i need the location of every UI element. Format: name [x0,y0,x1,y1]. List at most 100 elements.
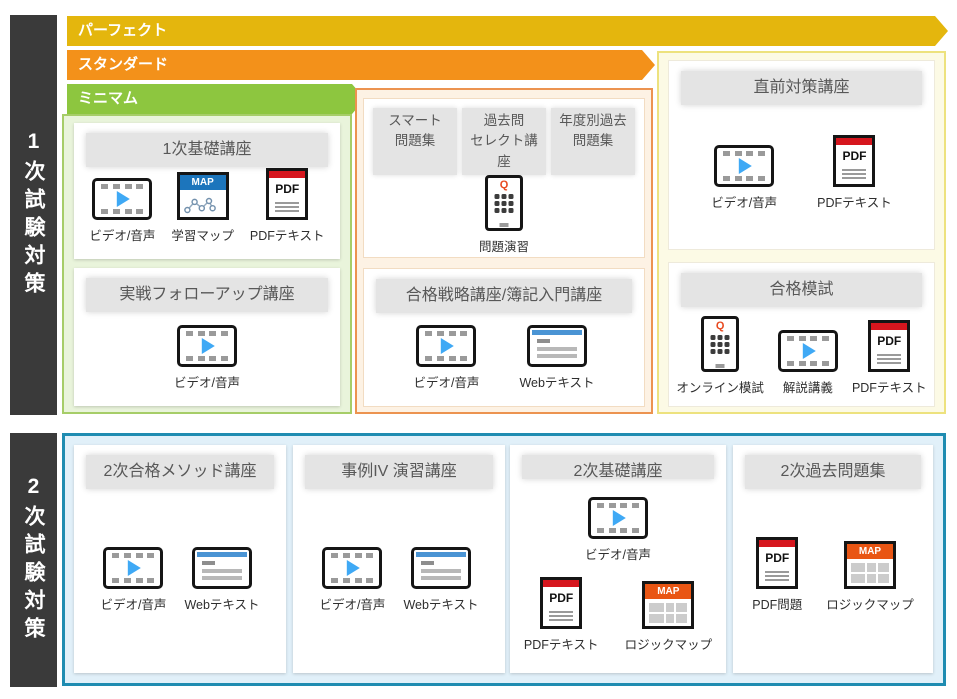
play-icon [738,158,752,174]
followup-course-title: 実戦フォローアップ講座 [86,278,328,312]
play-icon [802,343,816,359]
method-course-title: 2次合格メソッド講座 [86,455,274,489]
video-audio-icon [777,330,838,372]
second-exam-region: 2次合格メソッド講座 ビデオ/音声 Webテキスト 事例IV 演習講座 ビデオ/… [62,433,946,686]
video-audio-icon [92,178,153,220]
course-item: ビデオ/音声 [585,497,651,563]
item-label: Webテキスト [184,598,260,612]
item-label: ビデオ/音声 [319,598,386,612]
item-label: ビデオ/音声 [100,598,167,612]
second-past-exam-title: 2次過去問題集 [745,455,921,489]
mock-exam-title: 合格模試 [681,273,922,307]
question-sets-card: スマート 問題集 過去問 セレクト講座 年度別過去 問題集 Q 問題演習 [363,98,645,258]
tier-band-minimum: ミニマム [67,84,365,114]
course-item: PDF PDFテキスト [250,168,325,244]
past-select-course-header: 過去問 セレクト講座 [462,108,546,175]
course-item: MAP 学習マップ [171,172,234,244]
quiz-phone-icon: Q [484,174,523,231]
logic-map-icon: MAP [642,581,695,629]
play-icon [347,560,361,576]
play-icon [117,191,131,207]
course-item: ビデオ/音声 [319,547,385,613]
course-item: PDF PDFテキスト [817,135,892,211]
play-icon [201,338,215,354]
second-past-exam-card: 2次過去問題集 PDF PDF問題 MAP ロジックマップ [733,445,933,673]
play-icon [612,510,626,526]
minimum-tier-region: 1次基礎講座 ビデオ/音声 MAP 学習マップ PDF PDFテキスト 実戦フォ… [62,114,352,414]
logic-map-icon: MAP [844,541,896,589]
question-set-headers: スマート 問題集 過去問 セレクト講座 年度別過去 問題集 [373,108,635,175]
tier-band-perfect-label: パーフェクト [78,22,168,39]
item-label: ビデオ/音声 [89,229,156,243]
item-label: ビデオ/音声 [413,376,480,390]
case4-course-card: 事例IV 演習講座 ビデオ/音声 Webテキスト [293,445,505,673]
item-label: ビデオ/音声 [174,376,240,390]
section2-sidebar: 2次試験対策 [10,433,57,687]
course-item: Q オンライン模試 [676,316,764,396]
web-text-icon [191,547,252,589]
lastminute-course-title: 直前対策講座 [681,71,922,105]
item-label: PDFテキスト [851,381,927,395]
standard-tier-region: スマート 問題集 過去問 セレクト講座 年度別過去 問題集 Q 問題演習 合格戦… [355,88,653,414]
quiz-phone-icon: Q [701,316,740,372]
basic-course-title: 1次基礎講座 [86,133,328,167]
play-icon [128,560,142,576]
course-item: Webテキスト [403,547,479,613]
strategy-course-card: 合格戦略講座/簿記入門講座 ビデオ/音声 Webテキスト [363,268,645,407]
item-label: ロジックマップ [826,598,914,612]
item-label: Webテキスト [519,376,595,390]
tier-band-perfect: パーフェクト [67,16,948,46]
tier-band-standard: スタンダード [67,50,655,80]
item-label: PDFテキスト [817,196,892,210]
basic-course-card: 1次基礎講座 ビデオ/音声 MAP 学習マップ PDF PDFテキスト [74,123,340,259]
course-item: Q 問題演習 [478,174,529,255]
web-text-icon [526,325,587,367]
video-audio-icon [416,325,477,367]
pdf-document-icon: PDF [540,577,583,629]
course-item: Webテキスト [519,325,595,391]
item-label: PDFテキスト [523,638,599,652]
section2-sidebar-label: 2次試験対策 [22,475,45,645]
item-label: オンライン模試 [676,381,764,395]
tier-band-minimum-label: ミニマム [78,90,139,107]
pdf-document-icon: PDF [833,135,876,187]
lastminute-course-card: 直前対策講座 ビデオ/音声 PDF PDFテキスト [668,60,935,250]
learning-map-icon: MAP [176,172,229,220]
course-item: Webテキスト [184,547,260,613]
course-item: MAP ロジックマップ [826,541,914,613]
video-audio-icon [176,325,237,367]
tier-band-standard-label: スタンダード [78,56,169,73]
section1-sidebar: 1次試験対策 [10,15,57,415]
method-course-card: 2次合格メソッド講座 ビデオ/音声 Webテキスト [74,445,286,673]
strategy-course-title: 合格戦略講座/簿記入門講座 [376,279,632,313]
yearly-past-set-header: 年度別過去 問題集 [551,108,635,175]
video-audio-icon [103,547,164,589]
course-item: MAP ロジックマップ [624,581,713,653]
video-audio-icon [587,497,648,539]
course-item: ビデオ/音声 [174,325,240,391]
video-audio-icon [714,145,775,187]
course-item: PDF PDFテキスト [524,577,599,653]
perfect-tier-region: 直前対策講座 ビデオ/音声 PDF PDFテキスト 合格模試 Q オンライン模試 [657,51,946,414]
item-label: 解説講義 [782,381,833,395]
course-item: ビデオ/音声 [711,145,777,211]
pdf-document-icon: PDF [868,320,911,372]
item-label: ビデオ/音声 [585,548,651,562]
item-label: 学習マップ [171,229,234,243]
course-item: 解説講義 [777,330,838,396]
item-label: Webテキスト [403,598,479,612]
section1-sidebar-label: 1次試験対策 [22,130,45,300]
course-item: ビデオ/音声 [89,178,155,244]
case4-course-title: 事例IV 演習講座 [305,455,493,489]
course-item: ビデオ/音声 [100,547,166,613]
item-label: ロジックマップ [624,638,713,652]
smart-question-set-header: スマート 問題集 [373,108,457,175]
item-label: PDF問題 [752,598,803,612]
course-item: ビデオ/音声 [413,325,479,391]
web-text-icon [410,547,471,589]
item-label: 問題演習 [478,239,529,254]
play-icon [441,338,455,354]
item-label: PDFテキスト [249,229,325,243]
pdf-document-icon: PDF [756,537,799,589]
